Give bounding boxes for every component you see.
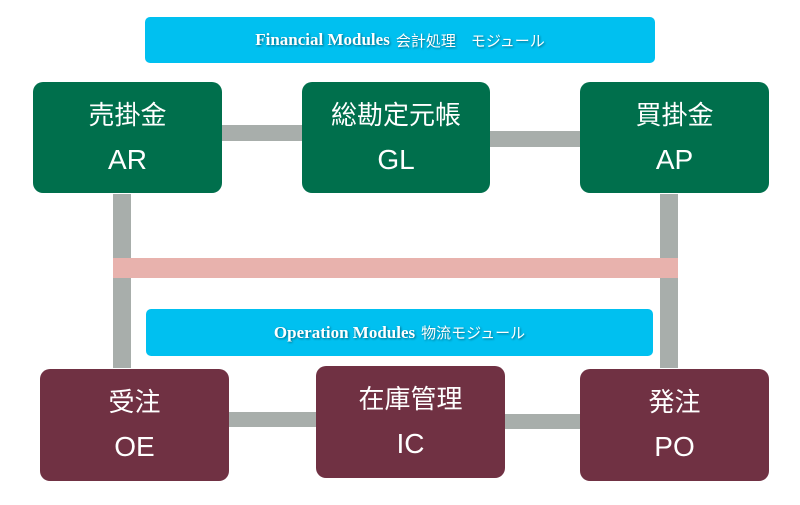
module-name: 受注 [108,388,161,418]
financial-modules-banner: Financial Modules 会計処理 モジュール [145,17,655,63]
integration-bar [113,258,678,278]
module-name: 総勘定元帳 [330,100,461,131]
connector-oe-ic [211,412,316,427]
operation-banner-jp: 物流モジュール [421,324,526,342]
connector-gl-ap [490,131,580,147]
module-code: AR [108,143,147,175]
module-code: IC [396,428,425,459]
operation-banner-en: Operation Modules [273,322,416,342]
financial-banner-en: Financial Modules [255,30,390,49]
module-ic: 在庫管理 IC [316,366,505,478]
module-name: 在庫管理 [358,385,463,415]
connector-ic-po [505,414,580,429]
module-code: PO [654,431,695,462]
module-oe: 受注 OE [40,369,229,481]
module-code: AP [655,143,694,175]
connector-ar-gl [222,125,302,141]
module-name: 売掛金 [88,100,167,131]
module-gl: 総勘定元帳 GL [302,82,490,193]
module-code: OE [114,431,155,462]
connector-ar-oe [113,194,131,368]
financial-banner-jp: 会計処理 モジュール [395,31,545,50]
module-po: 発注 PO [580,369,769,481]
module-name: 発注 [648,388,701,418]
module-ar: 売掛金 AR [33,82,222,193]
module-ap: 買掛金 AP [580,82,769,193]
module-code: GL [377,143,415,175]
module-name: 買掛金 [635,100,714,131]
connector-ap-po [660,194,678,368]
operation-modules-banner: Operation Modules 物流モジュール [146,309,653,356]
